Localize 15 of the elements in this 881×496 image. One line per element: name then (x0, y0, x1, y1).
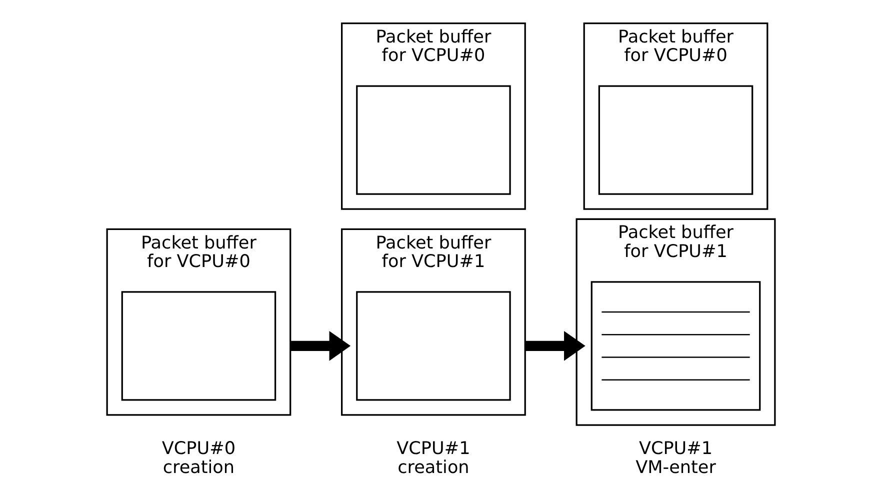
node-box (598, 85, 753, 195)
node-box (120, 291, 276, 401)
node-box (356, 291, 510, 401)
node-lines (590, 281, 760, 411)
node-label: VCPU#1 creation (396, 439, 470, 478)
cluster: Packet buffer for VCPU#0 (106, 228, 291, 416)
cluster: Packet buffer for VCPU#0 (340, 22, 526, 210)
arrow (290, 331, 350, 361)
arrow (524, 331, 585, 361)
node-box (356, 85, 510, 195)
cluster: Packet buffer for VCPU#1 (575, 218, 776, 426)
node-label: VCPU#1 VM-enter (635, 439, 716, 478)
node-label: VCPU#0 creation (161, 439, 236, 478)
cluster: Packet buffer for VCPU#1 (340, 228, 526, 416)
cluster: Packet buffer for VCPU#0 (582, 22, 768, 210)
